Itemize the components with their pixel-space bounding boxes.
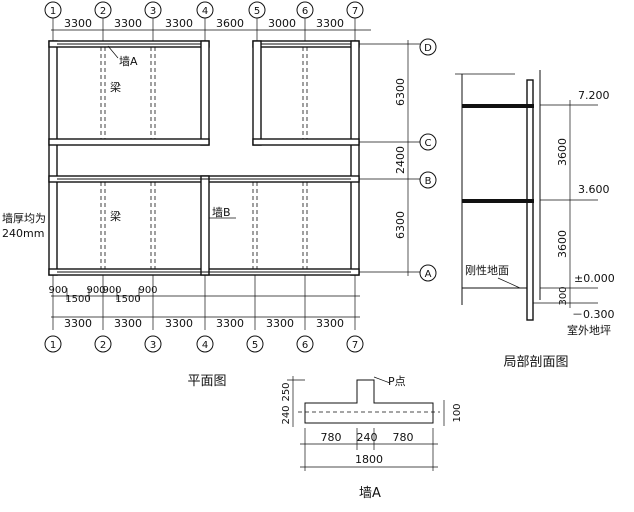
- dim-bottom-2: 3300: [114, 317, 142, 330]
- axis-label: 4: [202, 6, 208, 17]
- plan-walls: [48, 40, 360, 276]
- dim-top-4: 3600: [216, 17, 244, 30]
- axis-bubble-A: A: [425, 269, 432, 280]
- axis-bubble-bottom-2: 2: [100, 340, 106, 351]
- wall-a-title: 墙A: [359, 486, 381, 501]
- dim-bottom-3: 3300: [165, 317, 193, 330]
- dim-bottom-6: 3300: [316, 317, 344, 330]
- wall-a-dim-250: 250: [281, 382, 292, 401]
- plan-bottom-axes: 900 1500 900 900 1500 900 3300 3300 3300…: [44, 275, 364, 353]
- dim-top-3: 3300: [165, 17, 193, 30]
- sub-dim-5: 1500: [115, 294, 140, 305]
- axis-bubble-bottom-4: 4: [202, 340, 208, 351]
- section-dim-upper: 3600: [556, 138, 569, 166]
- label-wall-a: 墙A: [119, 54, 138, 68]
- label-wall-thickness-value: 240mm: [2, 227, 44, 240]
- axis-bubble-top-3: 3: [144, 1, 162, 19]
- axis-bubble-bottom-5: 5: [252, 340, 258, 351]
- label-point-p: P点: [388, 375, 406, 388]
- plan-right-axes: D C B A 6300 2400 6300: [359, 38, 437, 282]
- dim-right-CB: 2400: [394, 146, 407, 174]
- floor-slab-1: [462, 199, 534, 203]
- dim-top-5: 3000: [268, 17, 296, 30]
- axis-label: 1: [50, 6, 56, 17]
- section-view: 7.200 3.600 ±0.000 －0.300 3600 3600 300 …: [455, 70, 615, 370]
- dim-top-1: 3300: [64, 17, 92, 30]
- dim-right-DC: 6300: [394, 78, 407, 106]
- label-outdoor-ground: 室外地坪: [567, 323, 611, 337]
- axis-bubble-bottom-6: 6: [302, 340, 308, 351]
- section-dim-lower: 3600: [556, 230, 569, 258]
- axis-bubble-top-4: 4: [196, 1, 214, 19]
- wall-a-dim-780-left: 780: [321, 431, 342, 444]
- sub-dim-3: 900: [86, 285, 105, 296]
- plan-labels: 墙A 梁 梁 墙B 墙厚均为 240mm: [2, 45, 236, 240]
- dim-top-2: 3300: [114, 17, 142, 30]
- floor-slab-2: [462, 104, 534, 108]
- axis-label: 5: [254, 6, 260, 17]
- sub-dim-1: 900: [48, 285, 67, 296]
- wall-a-dim-240-mid: 240: [357, 431, 378, 444]
- wall-a-dim-100: 100: [452, 403, 463, 422]
- dim-bottom-1: 3300: [64, 317, 92, 330]
- wall-a-dim-780-right: 780: [393, 431, 414, 444]
- axis-bubble-top-6: 6: [296, 1, 314, 19]
- plan-top-axes: 1 2 3 4 5 6 7 3300 3300 3300 3600 3000 3…: [44, 1, 371, 42]
- sub-dim-6: 900: [138, 285, 157, 296]
- level-000: ±0.000: [574, 272, 615, 285]
- section-title: 局部剖面图: [503, 355, 568, 370]
- label-beam-bottom: 梁: [110, 209, 121, 223]
- axis-bubble-bottom-3: 3: [150, 340, 156, 351]
- dim-right-BA: 6300: [394, 211, 407, 239]
- axis-label: 7: [352, 6, 358, 17]
- axis-label: 6: [302, 6, 308, 17]
- axis-bubble-bottom-1: 1: [50, 340, 56, 351]
- sub-dim-2: 1500: [65, 294, 90, 305]
- axis-bubble-top-7: 7: [346, 1, 364, 19]
- axis-bubble-B: B: [425, 176, 432, 187]
- dim-bottom-5: 3300: [266, 317, 294, 330]
- level-7200: 7.200: [578, 89, 610, 102]
- axis-bubble-top-5: 5: [248, 1, 266, 19]
- label-beam-top: 梁: [110, 80, 121, 94]
- axis-label: 2: [100, 6, 106, 17]
- axis-bubble-D: D: [424, 43, 432, 54]
- wall-a-dim-240: 240: [281, 405, 292, 424]
- axis-label: 3: [150, 6, 156, 17]
- dim-top-6: 3300: [316, 17, 344, 30]
- sub-dim-4: 900: [102, 285, 121, 296]
- label-wall-b: 墙B: [212, 205, 231, 219]
- wall-a-dim-total: 1800: [355, 453, 383, 466]
- label-wall-thickness: 墙厚均为: [2, 211, 46, 225]
- section-dim-300: 300: [558, 286, 569, 305]
- axis-bubble-top-1: 1: [44, 1, 62, 19]
- axis-bubble-C: C: [425, 138, 432, 149]
- axis-bubble-bottom-7: 7: [352, 340, 358, 351]
- axis-bubble-top-2: 2: [94, 1, 112, 19]
- dim-bottom-4: 3300: [216, 317, 244, 330]
- plan-beams: [100, 47, 308, 269]
- plan-title: 平面图: [187, 374, 226, 389]
- wall-a-detail: P点 250 240 100 780 240 780 1800 墙A: [281, 375, 463, 501]
- level-neg-300: －0.300: [572, 308, 615, 321]
- label-rigid-ground: 刚性地面: [465, 263, 509, 277]
- level-3600: 3.600: [578, 183, 610, 196]
